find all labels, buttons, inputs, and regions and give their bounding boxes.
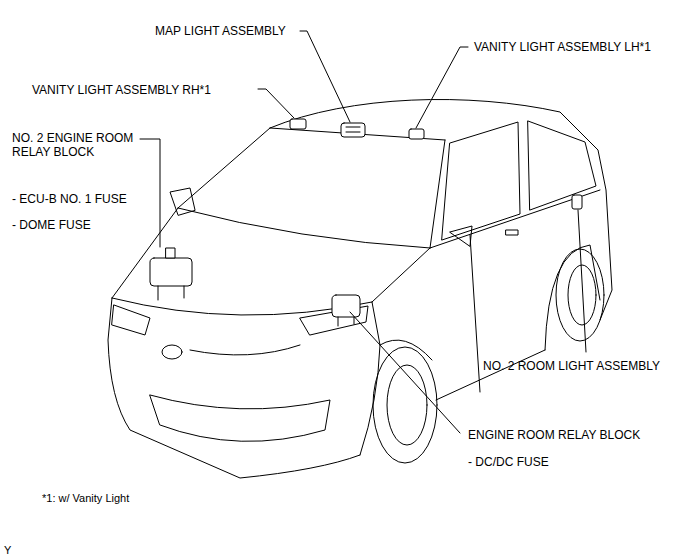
lower-grille bbox=[150, 395, 330, 441]
map-light bbox=[341, 123, 365, 137]
front-wheel-rim bbox=[387, 365, 427, 445]
door-handle bbox=[506, 230, 518, 235]
car-front bbox=[108, 298, 380, 478]
part-label: VANITY LIGHT ASSEMBLY RH*1 bbox=[32, 83, 211, 97]
relay-block-tab bbox=[166, 248, 175, 258]
front-side-window bbox=[442, 122, 520, 240]
part-label: ENGINE ROOM RELAY BLOCK bbox=[468, 428, 640, 442]
fuse-label: - DOME FUSE bbox=[12, 218, 91, 232]
car-roof bbox=[270, 99, 612, 320]
relay-block-no2 bbox=[150, 258, 192, 286]
rear-arch bbox=[545, 245, 600, 350]
leader-line bbox=[300, 31, 350, 122]
vanity-light-lh bbox=[409, 129, 424, 139]
part-label: VANITY LIGHT ASSEMBLY LH*1 bbox=[474, 40, 651, 54]
leader-line bbox=[140, 139, 160, 247]
relay-block-legs bbox=[338, 317, 354, 326]
headlight bbox=[112, 305, 150, 335]
fuse-label: - ECU-B NO. 1 FUSE bbox=[12, 192, 127, 206]
emblem bbox=[162, 345, 182, 359]
part-label: NO. 2 ENGINE ROOM RELAY BLOCK bbox=[12, 131, 162, 159]
part-label: MAP LIGHT ASSEMBLY bbox=[155, 24, 286, 38]
front-wheel bbox=[373, 347, 437, 463]
vanity-light-rh bbox=[290, 119, 306, 129]
relay-block-legs bbox=[158, 286, 184, 300]
wheel-arch bbox=[380, 340, 432, 360]
rear-side-window bbox=[528, 121, 596, 210]
room-light bbox=[572, 195, 582, 209]
relay-block bbox=[332, 295, 360, 317]
footnote: *1: w/ Vanity Light bbox=[42, 491, 129, 505]
mirror bbox=[450, 226, 472, 246]
car-windshield bbox=[178, 128, 445, 248]
upper-grille bbox=[190, 345, 300, 355]
leader-line bbox=[578, 210, 586, 352]
leader-line bbox=[350, 312, 460, 433]
leader-line bbox=[416, 47, 468, 128]
rear-wheel bbox=[556, 249, 604, 341]
part-label: NO. 2 ROOM LIGHT ASSEMBLY bbox=[483, 359, 660, 373]
fuse-label: - DC/DC FUSE bbox=[468, 455, 549, 469]
corner-mark: Y bbox=[4, 543, 11, 557]
leader-line bbox=[258, 89, 294, 118]
mirror bbox=[170, 188, 195, 215]
map-light-detail bbox=[346, 127, 360, 132]
